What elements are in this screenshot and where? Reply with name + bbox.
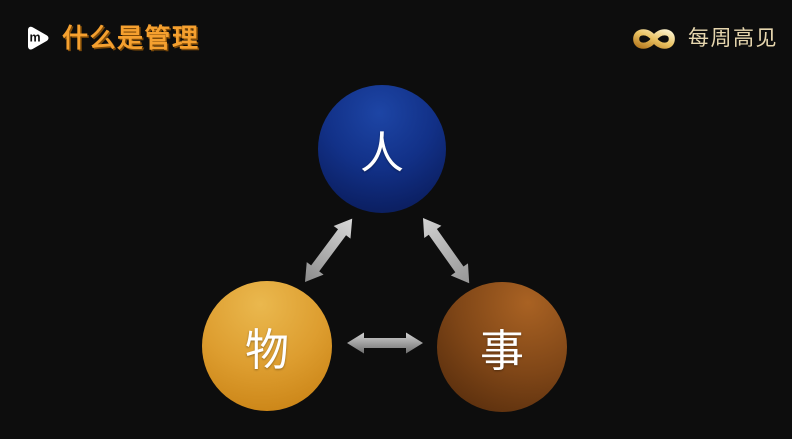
node-matters-circle: 事 — [437, 282, 567, 412]
arrow-things-people — [305, 218, 353, 282]
infinity-logo-icon — [633, 29, 675, 49]
logo-letter: m — [30, 31, 41, 45]
brand: 每周高见 — [629, 24, 778, 54]
m-play-logo-icon: m — [28, 26, 49, 50]
node-things-circle: 物 — [202, 281, 332, 411]
node-people-label: 人 — [360, 129, 404, 178]
slide-title: 什么是管理 — [62, 23, 200, 53]
node-things-label: 物 — [245, 326, 289, 375]
node-people-circle: 人 — [318, 85, 446, 213]
header: m 什么是管理 — [20, 22, 200, 54]
arrow-things-matters — [347, 332, 423, 354]
brand-name: 每周高见 — [688, 27, 778, 50]
arrow-people-matters — [423, 218, 470, 284]
node-matters-label: 事 — [480, 327, 524, 376]
